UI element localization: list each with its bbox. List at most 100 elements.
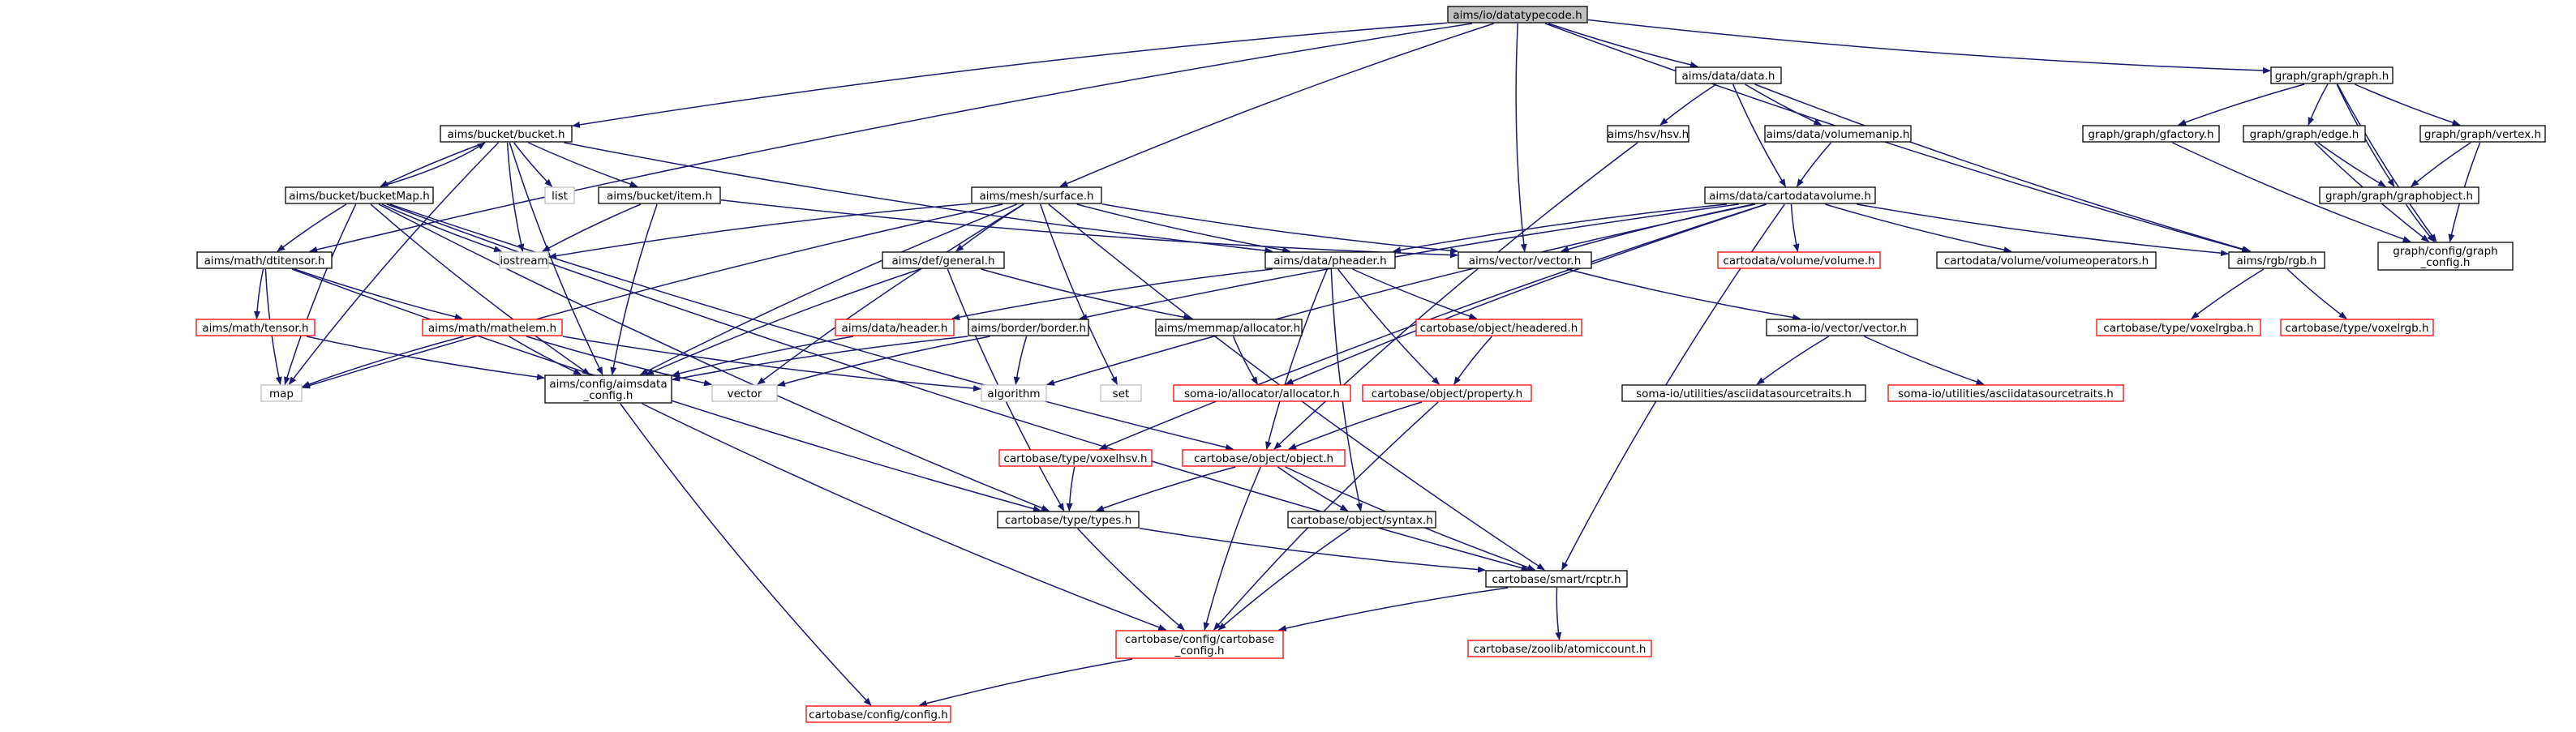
node-dataheader[interactable]: aims/data/header.h <box>835 319 955 336</box>
edge-pheader-to-property <box>1337 268 1440 385</box>
node-box <box>1766 319 1918 336</box>
edge-cartobaseconfig-to-config <box>918 658 1133 707</box>
node-config[interactable]: cartobase/config/config.h <box>805 705 951 723</box>
node-label: aims/io/datatypecode.h <box>1453 9 1582 22</box>
node-box <box>971 186 1102 204</box>
node-cartobaseconfig[interactable]: cartobase/config/cartobase_config.h <box>1115 630 1284 659</box>
node-graphconfig[interactable]: graph/config/graph_config.h <box>2377 242 2514 271</box>
edge-bucket-to-item <box>528 142 638 187</box>
node-pheader[interactable]: aims/data/pheader.h <box>1264 251 1396 269</box>
node-mmallocator[interactable]: aims/memmap/allocator.h <box>1155 319 1303 336</box>
node-box <box>2270 66 2394 84</box>
node-mathelem[interactable]: aims/math/mathelem.h <box>422 319 563 336</box>
edge-datatypecode-to-datadata <box>1548 23 1698 68</box>
node-meshsurface[interactable]: aims/mesh/surface.h <box>971 186 1102 204</box>
node-label: soma-io/allocator/allocator.h <box>1184 387 1340 400</box>
node-property[interactable]: cartobase/object/property.h <box>1362 384 1532 402</box>
edge-meshsurface-to-pheader <box>1076 203 1291 254</box>
node-atomiccount[interactable]: cartobase/zoolib/atomiccount.h <box>1467 640 1652 657</box>
node-syntax[interactable]: cartobase/object/syntax.h <box>1287 511 1436 529</box>
node-graph[interactable]: graph/graph/graph.h <box>2270 66 2394 84</box>
node-dtitensor[interactable]: aims/math/dtitensor.h <box>196 251 333 269</box>
node-voxelhsv[interactable]: cartobase/type/voxelhsv.h <box>998 449 1153 467</box>
node-vertex[interactable]: graph/graph/vertex.h <box>2419 125 2546 143</box>
node-objobject[interactable]: cartobase/object/object.h <box>1182 449 1346 467</box>
node-label: aims/border/border.h <box>971 322 1086 335</box>
node-datadata[interactable]: aims/data/data.h <box>1675 66 1782 84</box>
edge-pheader-to-dataheader <box>951 268 1273 321</box>
node-somaallocator[interactable]: soma-io/allocator/allocator.h <box>1173 384 1351 402</box>
node-vecvector[interactable]: aims/vector/vector.h <box>1458 251 1592 269</box>
edge-rgb-to-voxelrgb <box>2286 268 2347 319</box>
node-label: cartobase/type/voxelrgb.h <box>2286 322 2429 335</box>
node-box <box>1264 251 1396 269</box>
node-box <box>2243 125 2366 143</box>
node-tensor[interactable]: aims/math/tensor.h <box>195 319 316 336</box>
node-label: aims/math/mathelem.h <box>428 322 556 335</box>
edge-aimsdataconfig-to-config <box>620 403 872 706</box>
node-label: cartodata/volume/volumeoperators.h <box>1944 255 2149 268</box>
node-label: cartobase/object/headered.h <box>1420 322 1578 335</box>
node-cartovolume[interactable]: cartodata/volume/volume.h <box>1717 251 1881 269</box>
node-label: cartobase/object/syntax.h <box>1290 514 1433 527</box>
node-hsv[interactable]: aims/hsv/hsv.h <box>1607 125 1689 143</box>
node-graphobject[interactable]: graph/graph/graphobject.h <box>2319 186 2479 204</box>
edge-meshsurface-to-map <box>302 203 1003 389</box>
node-box <box>544 186 575 204</box>
node-box <box>1675 66 1782 84</box>
node-bucket[interactable]: aims/bucket/bucket.h <box>440 125 573 143</box>
edge-dataheader-to-aimsdataconfig <box>672 336 854 377</box>
edge-graph-to-graphconfig <box>2337 83 2437 242</box>
node-voxelrgba[interactable]: cartobase/type/voxelrgba.h <box>2096 319 2261 336</box>
node-label: vector <box>728 387 762 400</box>
node-label: graph/graph/vertex.h <box>2424 128 2541 141</box>
node-defgeneral[interactable]: aims/def/general.h <box>882 251 1005 269</box>
node-voxelrgb[interactable]: cartobase/type/voxelrgb.h <box>2280 319 2434 336</box>
node-box <box>1415 319 1582 336</box>
node-edge[interactable]: graph/graph/edge.h <box>2243 125 2366 143</box>
node-bucketmap[interactable]: aims/bucket/bucketMap.h <box>285 186 434 204</box>
edge-bucketmap-to-bucket <box>380 142 486 187</box>
node-types[interactable]: cartobase/type/types.h <box>997 511 1140 529</box>
node-box <box>2377 242 2514 271</box>
node-vector: vector <box>711 384 778 402</box>
node-somavector[interactable]: soma-io/vector/vector.h <box>1766 319 1918 336</box>
edge-datatypecode-to-bucket <box>572 22 1448 128</box>
edge-border-to-vector <box>777 336 990 387</box>
node-gfactory[interactable]: graph/graph/gfactory.h <box>2082 125 2220 143</box>
node-label: aims/bucket/bucketMap.h <box>289 190 430 203</box>
edge-bucketmap-to-types <box>378 203 1050 512</box>
node-list: list <box>544 186 575 204</box>
node-item[interactable]: aims/bucket/item.h <box>598 186 721 204</box>
node-volumemanip[interactable]: aims/data/volumemanip.h <box>1764 125 1912 143</box>
node-label: cartobase/zoolib/atomiccount.h <box>1474 643 1646 656</box>
node-asciidatasourcetraits[interactable]: soma-io/utilities/asciidatasourcetraits.… <box>1621 384 1866 402</box>
node-asciidatasourcetraits2[interactable]: soma-io/utilities/asciidatasourcetraits.… <box>1887 384 2124 402</box>
node-aimsdataconfig[interactable]: aims/config/aimsdata_config.h <box>544 375 672 404</box>
node-box <box>1621 384 1866 402</box>
node-box <box>968 319 1089 336</box>
edge-rcptr-to-cartobaseconfig <box>1277 587 1509 631</box>
node-set: set <box>1100 384 1142 402</box>
node-label: cartobase/config/cartobase <box>1125 633 1274 646</box>
node-border[interactable]: aims/border/border.h <box>968 319 1089 336</box>
node-map: map <box>260 384 303 402</box>
node-box <box>1704 186 1876 204</box>
node-volumeoperators[interactable]: cartodata/volume/volumeoperators.h <box>1936 251 2157 269</box>
edge-dtitensor-to-mathelem <box>294 268 463 320</box>
node-label: aims/data/cartodatavolume.h <box>1709 190 1871 203</box>
node-box <box>1173 384 1351 402</box>
node-label: aims/memmap/allocator.h <box>1157 322 1300 335</box>
node-box <box>2082 125 2220 143</box>
node-rgb[interactable]: aims/rgb/rgb.h <box>2228 251 2325 269</box>
edge-volumemanip-to-cartodatavolume <box>1796 142 1832 187</box>
node-label: aims/math/dtitensor.h <box>204 255 325 268</box>
node-headered[interactable]: cartobase/object/headered.h <box>1415 319 1582 336</box>
node-label: aims/data/header.h <box>842 322 948 335</box>
edge-cartodatavolume-to-cartovolume <box>1790 203 1800 252</box>
node-box <box>1287 511 1436 529</box>
node-label: algorithm <box>987 387 1040 400</box>
node-rcptr[interactable]: cartobase/smart/rcptr.h <box>1485 570 1628 588</box>
node-cartodatavolume[interactable]: aims/data/cartodatavolume.h <box>1704 186 1876 204</box>
edge-graph-to-vertex <box>2355 83 2461 126</box>
